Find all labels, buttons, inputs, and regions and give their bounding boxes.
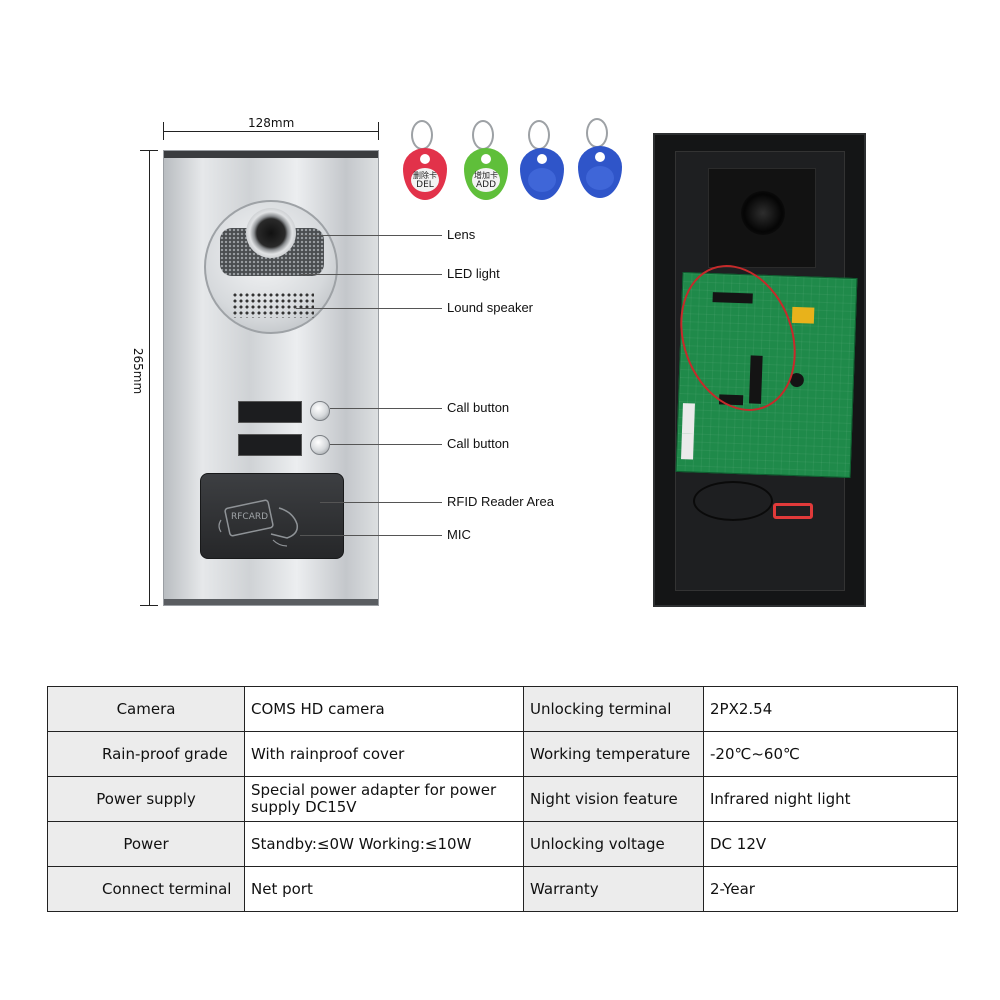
key-fob-user: [520, 120, 564, 200]
fob-hole: [537, 154, 547, 164]
key-ring-icon: [411, 120, 433, 150]
spec-label: Night vision feature: [523, 776, 704, 822]
fob-label-line1: 删除卡: [413, 171, 437, 180]
panel-top-rain-cover: [164, 151, 378, 158]
panel-bottom-edge: [164, 599, 378, 605]
fob-label-area: [411, 168, 439, 192]
camera-module-lens: [741, 191, 785, 235]
callout-leader-call-1: [330, 408, 442, 409]
spec-label: Power: [47, 821, 245, 867]
callout-leader-call-2: [330, 444, 442, 445]
black-wire: [693, 481, 773, 521]
rfid-card-label: RFCARD: [231, 512, 269, 522]
callout-loud-speaker: Lound speaker: [447, 300, 534, 315]
key-fob-add: 增加卡 ADD: [464, 120, 508, 200]
callout-leader-mic: [300, 535, 442, 536]
camera-module: [708, 168, 816, 268]
spec-label: Warranty: [523, 866, 704, 912]
outdoor-station-front-panel: RFCARD: [163, 150, 379, 606]
fob-label-area: [586, 166, 614, 190]
call-button-1[interactable]: [310, 401, 330, 421]
camera-lens: [246, 208, 296, 258]
table-row: Connect terminal Net port Warranty 2-Yea…: [47, 866, 958, 912]
camera-housing: [204, 200, 338, 334]
spec-value: Special power adapter for power supply D…: [244, 776, 524, 822]
callout-leader-led: [300, 274, 442, 275]
width-dimension-line: [163, 131, 379, 132]
key-ring-icon: [472, 120, 494, 150]
speaker-holes: [232, 292, 314, 318]
spec-value: 2-Year: [703, 866, 958, 912]
fob-label-line2: ADD: [475, 180, 497, 190]
height-dimension-line: [149, 150, 150, 605]
callout-leader-speaker: [296, 308, 442, 309]
callout-lens: Lens: [447, 227, 476, 242]
spec-label: Unlocking voltage: [523, 821, 704, 867]
name-label-slot: [238, 434, 302, 456]
height-dimension-label: 265mm: [131, 347, 145, 395]
callout-leader-lens: [300, 235, 442, 236]
height-dimension-tick: [140, 605, 158, 606]
fob-hole: [481, 154, 491, 164]
table-row: Camera COMS HD camera Unlocking terminal…: [47, 686, 958, 732]
table-row: Power Standby:≤0W Working:≤10W Unlocking…: [47, 821, 958, 867]
spec-label: Connect terminal: [47, 866, 245, 912]
pcb-connector: [681, 433, 694, 460]
callout-call-button-2: Call button: [447, 436, 510, 451]
specification-table: Camera COMS HD camera Unlocking terminal…: [47, 686, 958, 912]
spec-value: Infrared night light: [703, 776, 958, 822]
fob-label-area: [472, 168, 500, 192]
pcb-connector: [681, 403, 695, 434]
callout-rfid-reader-area: RFID Reader Area: [447, 494, 554, 509]
spec-label: Camera: [47, 686, 245, 732]
rfid-reader-area[interactable]: RFCARD: [200, 473, 344, 559]
key-fob-user: [578, 118, 622, 198]
spec-value: -20℃~60℃: [703, 731, 958, 777]
width-dimension-tick: [378, 122, 379, 140]
height-dimension-tick: [140, 150, 158, 151]
key-ring-icon: [586, 118, 608, 148]
fob-label-area: [528, 168, 556, 192]
spec-label: Working temperature: [523, 731, 704, 777]
table-row: Power supply Special power adapter for p…: [47, 776, 958, 822]
call-button-2[interactable]: [310, 435, 330, 455]
fob-label-line1: 增加卡: [474, 171, 498, 180]
table-row: Rain-proof grade With rainproof cover Wo…: [47, 731, 958, 777]
spec-value: COMS HD camera: [244, 686, 524, 732]
key-fob-delete: 删除卡 DEL: [403, 120, 447, 200]
spec-value: DC 12V: [703, 821, 958, 867]
spec-value: With rainproof cover: [244, 731, 524, 777]
red-connector: [773, 503, 813, 519]
key-ring-icon: [528, 120, 550, 150]
spec-value: 2PX2.54: [703, 686, 958, 732]
width-dimension-tick: [163, 122, 164, 140]
fob-hole: [420, 154, 430, 164]
spec-label: Rain-proof grade: [47, 731, 245, 777]
card-tap-icon: [218, 499, 299, 547]
fob-hole: [595, 152, 605, 162]
spec-label: Power supply: [47, 776, 245, 822]
callout-mic: MIC: [447, 527, 471, 542]
callout-led-light: LED light: [447, 266, 500, 281]
spec-label: Unlocking terminal: [523, 686, 704, 732]
spec-value: Standby:≤0W Working:≤10W: [244, 821, 524, 867]
callout-leader-rfid: [320, 502, 442, 503]
pcb-relay: [791, 306, 815, 324]
fob-label-line2: DEL: [416, 180, 434, 190]
callout-call-button-1: Call button: [447, 400, 510, 415]
spec-value: Net port: [244, 866, 524, 912]
outdoor-station-back-box: [653, 133, 866, 607]
width-dimension-label: 128mm: [248, 116, 295, 130]
name-label-slot: [238, 401, 302, 423]
